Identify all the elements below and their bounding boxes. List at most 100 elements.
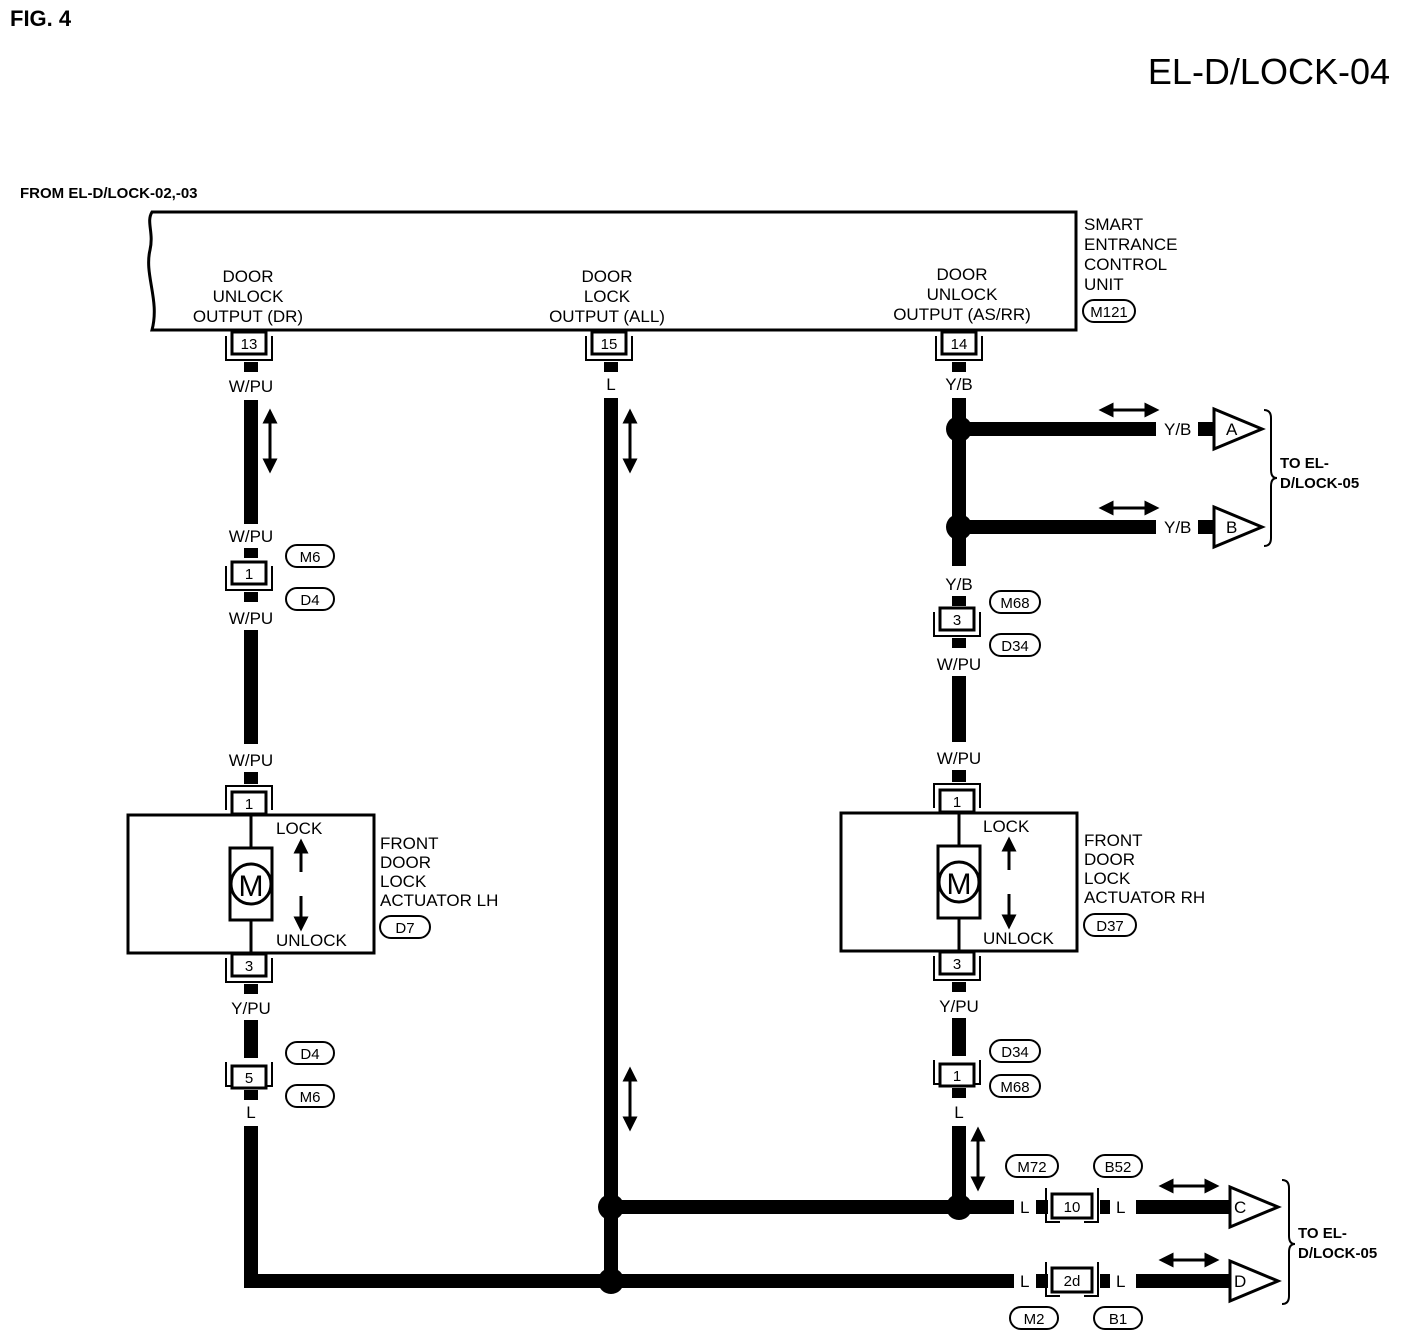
svg-text:OUTPUT (ALL): OUTPUT (ALL) xyxy=(549,307,665,326)
svg-text:10: 10 xyxy=(1064,1199,1081,1216)
svg-text:DOOR: DOOR xyxy=(937,265,988,284)
motor-symbol: M xyxy=(239,870,264,903)
wire-label: L xyxy=(1116,1198,1125,1217)
svg-text:DOOR: DOOR xyxy=(1084,850,1135,869)
connector-tag-label: M6 xyxy=(300,1089,321,1106)
splice-node xyxy=(598,1194,624,1220)
svg-text:3: 3 xyxy=(245,958,253,975)
svg-text:UNLOCK: UNLOCK xyxy=(213,287,285,306)
output-terminal-c-label: C xyxy=(1234,1198,1246,1217)
connector-tag-label: D34 xyxy=(1001,638,1029,655)
wire-label: W/PU xyxy=(937,749,981,768)
output-terminal-d xyxy=(1228,1258,1282,1304)
connector-tag-label: M68 xyxy=(1000,595,1029,612)
svg-text:ACTUATOR LH: ACTUATOR LH xyxy=(380,891,498,910)
connector-tag-label: D37 xyxy=(1096,918,1124,935)
connector-tag-m72 xyxy=(1005,1154,1059,1178)
wire-label: L xyxy=(246,1103,255,1122)
joint-connector-5: 5 xyxy=(225,1062,273,1090)
lock-label: LOCK xyxy=(983,817,1030,836)
connector-tag-d34 xyxy=(989,633,1041,657)
motor-icon xyxy=(229,862,273,906)
joint-connector-1: 1 xyxy=(225,560,273,591)
svg-text:DOOR: DOOR xyxy=(223,267,274,286)
wire-label: Y/PU xyxy=(939,997,979,1016)
actuator-lh-top-pin: 1 xyxy=(225,785,273,816)
connector-tag-d4 xyxy=(285,587,335,611)
wire-label: L xyxy=(954,1103,963,1122)
to-reference-cd: TO EL- D/LOCK-05 xyxy=(1298,1225,1377,1262)
wire-label: W/PU xyxy=(229,609,273,628)
wire-label: W/PU xyxy=(229,751,273,770)
connector-tag-m121 xyxy=(1082,299,1136,323)
connector-tag-d7 xyxy=(379,915,431,939)
svg-text:1: 1 xyxy=(245,796,253,813)
actuator-rh-name: FRONT DOOR LOCK ACTUATOR RH xyxy=(1084,831,1205,907)
connector-tag-label: D4 xyxy=(300,592,319,609)
actuator-rh-top-pin: 1 xyxy=(933,783,981,814)
wire-label: L xyxy=(1116,1272,1125,1291)
svg-text:LOCK: LOCK xyxy=(1084,869,1131,888)
svg-text:DOOR: DOOR xyxy=(380,853,431,872)
group-brace xyxy=(1263,409,1278,547)
control-unit-box xyxy=(147,210,1078,332)
svg-text:DOOR: DOOR xyxy=(582,267,633,286)
wire-label: W/PU xyxy=(229,527,273,546)
wire-label: L xyxy=(1020,1198,1029,1217)
connector-tag-label: D4 xyxy=(300,1046,319,1063)
svg-text:1: 1 xyxy=(953,794,961,811)
wire-label: L xyxy=(606,375,615,394)
pin-14: 14 xyxy=(935,330,983,361)
svg-text:UNIT: UNIT xyxy=(1084,275,1124,294)
wire-l-left xyxy=(244,1126,611,1288)
to-reference-ab: TO EL- D/LOCK-05 xyxy=(1280,455,1359,492)
wire-label: Y/B xyxy=(945,375,972,394)
joint-connector-1-rh: 1 xyxy=(933,1060,981,1088)
figure-label: FIG. 4 xyxy=(10,6,72,31)
svg-text:SMART: SMART xyxy=(1084,215,1143,234)
unlock-label: UNLOCK xyxy=(276,931,348,950)
wire-label: W/PU xyxy=(937,655,981,674)
output-label-all: DOOR LOCK OUTPUT (ALL) xyxy=(549,267,665,326)
svg-text:LOCK: LOCK xyxy=(584,287,631,306)
connector-tag-m68 xyxy=(989,1074,1041,1098)
connector-tag-label: B1 xyxy=(1109,1311,1127,1328)
svg-text:ENTRANCE: ENTRANCE xyxy=(1084,235,1178,254)
motor-icon xyxy=(937,860,981,904)
svg-text:5: 5 xyxy=(245,1070,253,1087)
connector-tag-m68 xyxy=(989,590,1041,614)
connector-tag-d34 xyxy=(989,1039,1041,1063)
actuator-rh-bottom-pin: 3 xyxy=(933,950,981,981)
page-code: EL-D/LOCK-04 xyxy=(1148,51,1390,92)
connector-tag-b52 xyxy=(1093,1154,1143,1178)
output-terminal-b-label: B xyxy=(1226,518,1237,537)
svg-text:1: 1 xyxy=(245,566,253,583)
svg-text:FRONT: FRONT xyxy=(380,834,439,853)
connector-tag-label: M72 xyxy=(1017,1159,1046,1176)
svg-text:OUTPUT (AS/RR): OUTPUT (AS/RR) xyxy=(893,305,1031,324)
connector-tag-label: B52 xyxy=(1105,1159,1132,1176)
svg-text:2d: 2d xyxy=(1064,1273,1081,1290)
wire-label: L xyxy=(1020,1272,1029,1291)
motor-symbol: M xyxy=(947,868,972,901)
svg-text:3: 3 xyxy=(953,956,961,973)
connector-tag-label: M6 xyxy=(300,549,321,566)
connector-tag-m6 xyxy=(285,544,335,568)
inline-connector-10: 10 xyxy=(1045,1188,1099,1223)
connector-tag-m2 xyxy=(1009,1306,1059,1330)
svg-text:UNLOCK: UNLOCK xyxy=(927,285,999,304)
svg-text:LOCK: LOCK xyxy=(380,872,427,891)
svg-text:TO EL-: TO EL- xyxy=(1298,1225,1347,1242)
output-terminal-d-label: D xyxy=(1234,1272,1246,1291)
joint-connector-3: 3 xyxy=(933,606,981,637)
pin-15: 15 xyxy=(585,330,633,361)
connector-tag-m121-label: M121 xyxy=(1090,304,1128,321)
wire-label: Y/B xyxy=(945,575,972,594)
svg-text:1: 1 xyxy=(953,1068,961,1085)
lock-label: LOCK xyxy=(276,819,323,838)
group-brace xyxy=(1281,1179,1296,1305)
svg-text:OUTPUT (DR): OUTPUT (DR) xyxy=(193,307,303,326)
actuator-lh-name: FRONT DOOR LOCK ACTUATOR LH xyxy=(380,834,498,910)
svg-text:15: 15 xyxy=(601,336,618,353)
output-label-asrr: DOOR UNLOCK OUTPUT (AS/RR) xyxy=(893,265,1031,324)
